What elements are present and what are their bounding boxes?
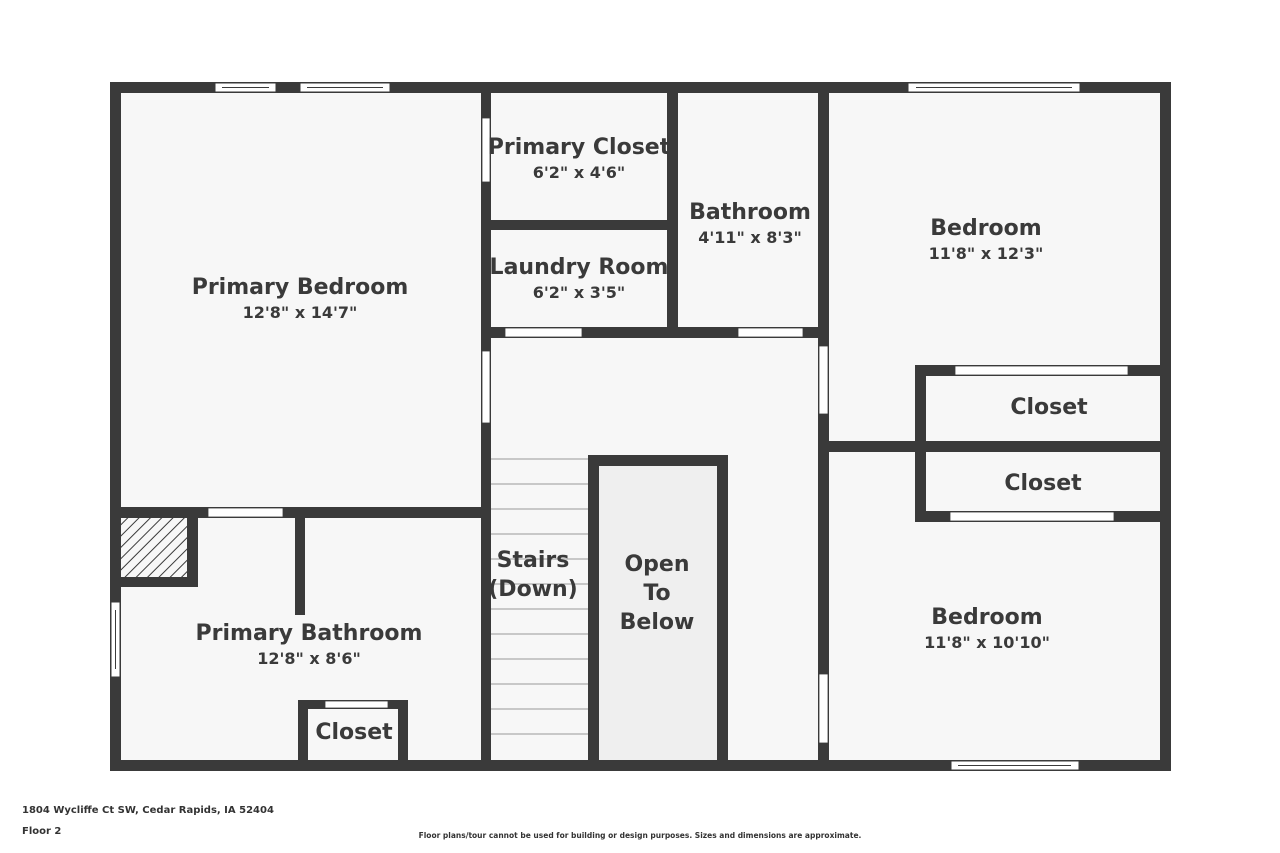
windows [110, 82, 1081, 771]
bedroom-upper-name: Bedroom [930, 216, 1041, 241]
open-to-below-area [598, 464, 720, 760]
door-openings [207, 117, 1129, 744]
primary-bathroom-name: Primary Bathroom [196, 621, 423, 646]
primary-closet-dims: 6'2" x 4'6" [533, 163, 625, 182]
bedroom-lower-name: Bedroom [931, 605, 1042, 630]
floor-label: Floor 2 [22, 826, 62, 837]
laundry-room-name: Laundry Room [490, 255, 669, 280]
bedroom-lower-dims: 11'8" x 10'10" [924, 633, 1050, 652]
address-text: 1804 Wycliffe Ct SW, Cedar Rapids, IA 52… [22, 805, 274, 816]
primary-closet-name: Primary Closet [488, 135, 671, 160]
open-below-line1: Open [624, 552, 689, 577]
primary-bath-closet-name: Closet [315, 720, 393, 745]
open-below-line2: To [643, 581, 670, 606]
stairs-label-line1: Stairs [497, 548, 570, 573]
primary-bathroom-dims: 12'8" x 8'6" [257, 649, 361, 668]
disclaimer-text: Floor plans/tour cannot be used for buil… [418, 831, 862, 840]
stairs-label-line2: (Down) [488, 577, 577, 602]
utility-chase [120, 517, 188, 579]
bedroom-upper-dims: 11'8" x 12'3" [929, 244, 1044, 263]
closet-lower-name: Closet [1004, 471, 1082, 496]
open-below-line3: Below [620, 610, 695, 635]
laundry-room-dims: 6'2" x 3'5" [533, 283, 625, 302]
stairs-treads [491, 458, 588, 735]
bathroom-name: Bathroom [689, 200, 811, 225]
closet-upper-name: Closet [1010, 395, 1088, 420]
primary-bedroom-name: Primary Bedroom [192, 275, 409, 300]
primary-bedroom-dims: 12'8" x 14'7" [243, 303, 358, 322]
bathroom-dims: 4'11" x 8'3" [698, 228, 802, 247]
